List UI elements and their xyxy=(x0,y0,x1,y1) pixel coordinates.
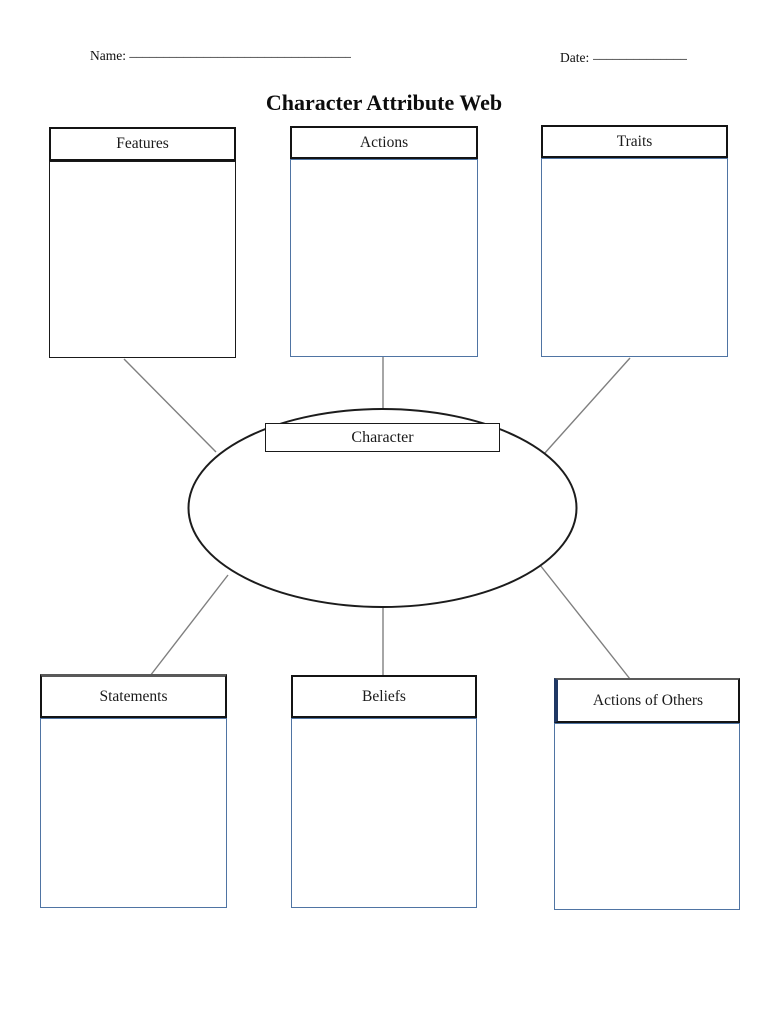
connector-features-line xyxy=(123,358,217,453)
connector-traits-line xyxy=(543,357,631,455)
node-statements-label: Statements xyxy=(99,687,168,705)
name-label: Name: xyxy=(90,48,126,63)
node-actions-header: Actions xyxy=(290,126,478,159)
center-ellipse xyxy=(187,408,578,608)
node-actions-label: Actions xyxy=(359,133,409,151)
node-traits-header: Traits xyxy=(541,125,728,158)
connector-actions-of-others-line xyxy=(539,564,631,680)
node-actions-of-others-label: Actions of Others xyxy=(592,691,704,709)
node-actions-body xyxy=(290,159,478,357)
node-beliefs-header: Beliefs xyxy=(291,675,477,718)
date-label: Date: xyxy=(560,50,590,65)
node-traits-body xyxy=(541,158,728,357)
page-title: Character Attribute Web xyxy=(265,90,503,115)
character-label-box: Character xyxy=(265,423,500,452)
connector-statements-line xyxy=(149,574,229,677)
name-blank-line: _________________________________ xyxy=(129,44,352,59)
node-features-body xyxy=(49,161,236,358)
node-statements-body xyxy=(40,718,227,908)
date-blank-line: ______________ xyxy=(592,46,687,61)
node-actions-of-others-header: Actions of Others xyxy=(554,678,740,723)
node-statements-header: Statements xyxy=(40,674,227,718)
name-field-row: Name: _________________________________ xyxy=(90,44,351,64)
node-beliefs-body xyxy=(291,718,477,908)
node-features-header: Features xyxy=(49,127,236,161)
node-traits-label: Traits xyxy=(616,132,653,150)
node-beliefs-label: Beliefs xyxy=(362,687,406,705)
character-label: Character xyxy=(351,428,414,446)
date-field-row: Date: ______________ xyxy=(560,46,687,66)
node-features-label: Features xyxy=(116,135,169,152)
node-actions-of-others-body xyxy=(554,723,740,910)
connector-lines xyxy=(123,356,631,680)
